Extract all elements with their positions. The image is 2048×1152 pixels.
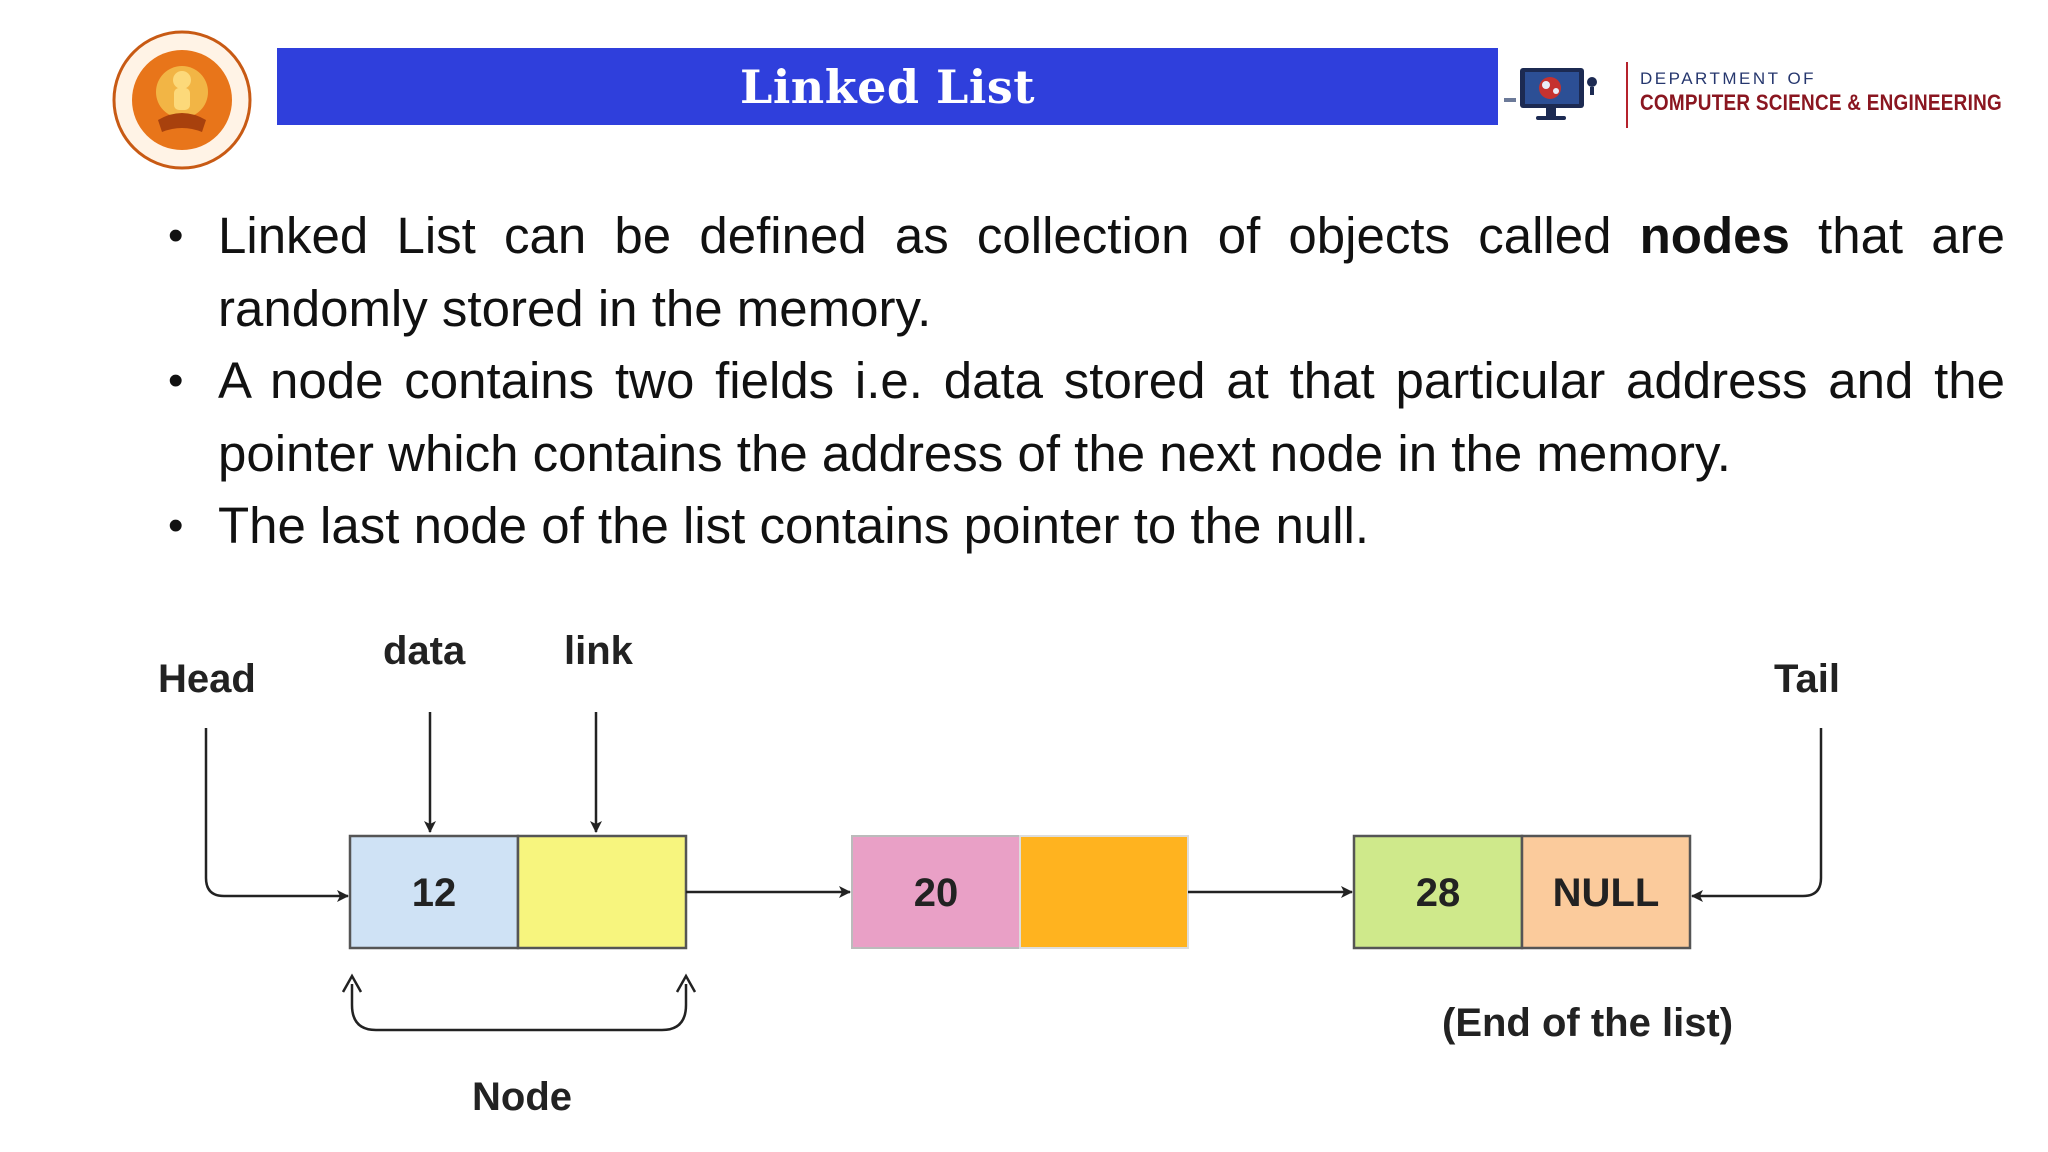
node-link-field — [1019, 835, 1189, 949]
node-link-value: NULL — [1553, 871, 1660, 915]
list-node: 20 — [851, 835, 1189, 949]
tail-arrow — [1691, 728, 1823, 902]
tail-label: Tail — [1774, 657, 1840, 701]
monitor-icon — [1504, 68, 1597, 120]
bold-term: nodes — [1639, 207, 1790, 264]
brace-arrowhead — [341, 973, 363, 993]
dept-divider — [1626, 62, 1628, 128]
bullet-list: Linked List can be defined as collection… — [160, 200, 2005, 563]
node-link-field — [1520, 834, 1692, 950]
head-arrow — [204, 728, 349, 902]
title-bar: Linked List — [277, 48, 1498, 125]
slide-title: Linked List — [739, 59, 1036, 114]
bullet-item: A node contains two fields i.e. data sto… — [160, 345, 2005, 490]
bullet-item: Linked List can be defined as collection… — [160, 200, 2005, 345]
node-data-value: 12 — [412, 871, 457, 915]
list-node: 28 NULL — [1352, 834, 1692, 950]
node-brace — [350, 984, 688, 1032]
list-node: 12 — [348, 834, 688, 950]
node-data-value: 28 — [1416, 871, 1461, 915]
end-of-list-label: (End of the list) — [1442, 1001, 1733, 1045]
college-logo — [112, 30, 252, 170]
node-data-value: 20 — [914, 871, 959, 915]
dept-label: DEPARTMENT OF — [1640, 69, 1817, 88]
dept-name: COMPUTER SCIENCE & ENGINEERING — [1640, 90, 2003, 115]
bullet-item: The last node of the list contains point… — [160, 490, 2005, 563]
node-label: Node — [472, 1075, 572, 1119]
link-label: link — [564, 629, 634, 673]
brace-arrowhead — [675, 973, 697, 993]
node-link-field — [516, 834, 688, 950]
linked-list-diagram: Head data link Tail Node (End of the lis… — [140, 620, 1900, 1140]
data-label: data — [383, 629, 466, 673]
head-label: Head — [158, 657, 256, 701]
node-data-field — [1352, 834, 1524, 950]
